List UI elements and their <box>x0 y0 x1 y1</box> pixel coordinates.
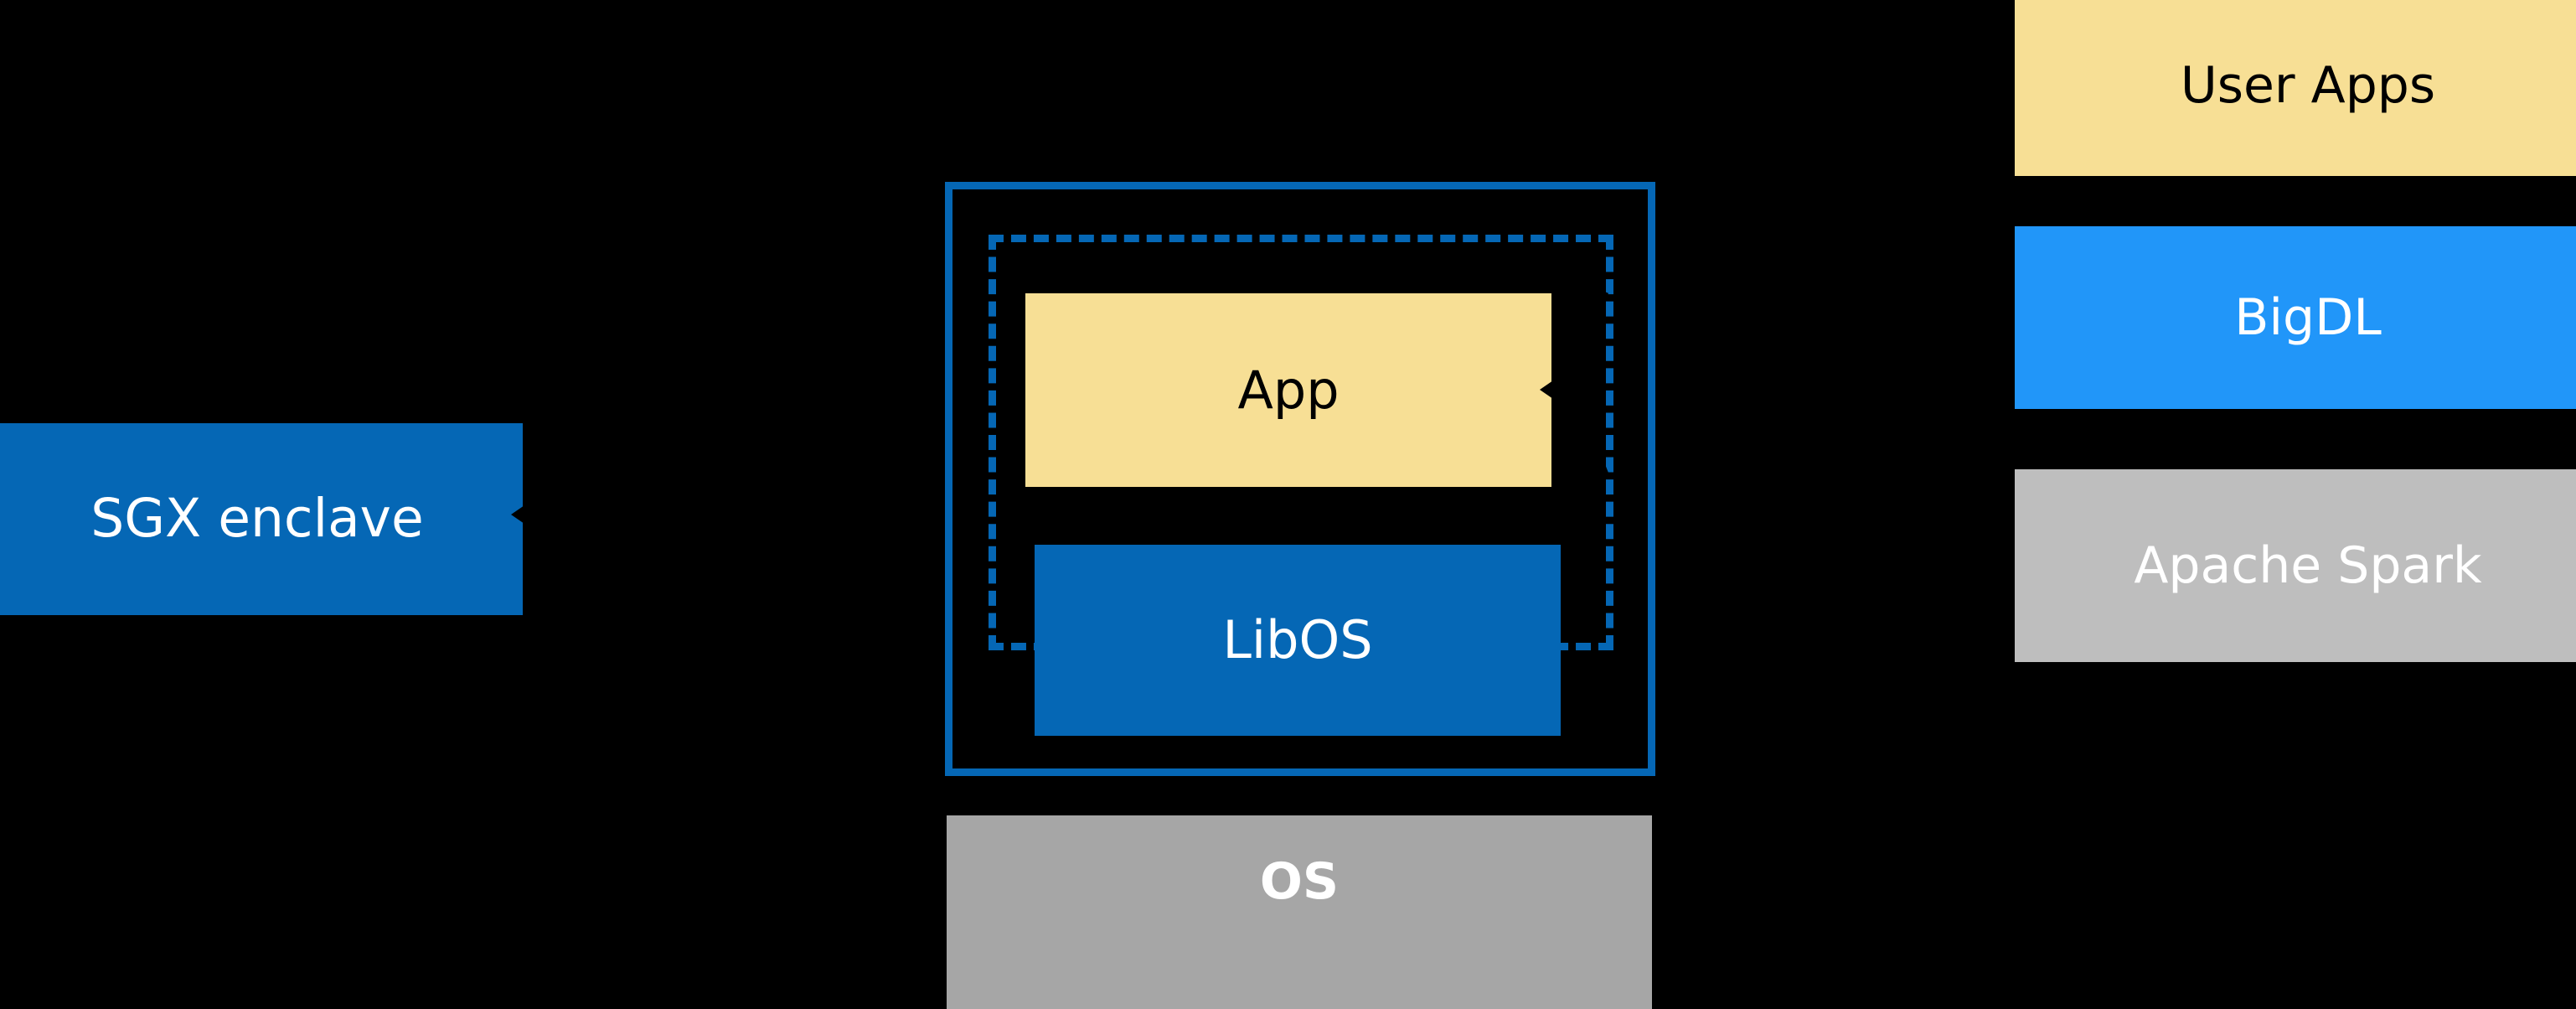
libos-box[interactable]: LibOS <box>1035 545 1561 736</box>
enclave-boundary-frame <box>945 182 1655 776</box>
user-apps-box[interactable]: User Apps <box>2015 0 2576 176</box>
app-label: App <box>1237 359 1340 421</box>
user-apps-label: User Apps <box>2180 55 2436 115</box>
bigdl-box[interactable]: BigDL <box>2015 226 2576 409</box>
app-box[interactable]: App <box>1025 293 1551 487</box>
os-box[interactable]: OS <box>947 815 1652 1009</box>
app-connector-arrow-icon <box>1540 380 1553 399</box>
apache-spark-label: Apache Spark <box>2134 536 2482 595</box>
sgx-enclave-box[interactable]: SGX enclave <box>0 423 523 615</box>
os-label: OS <box>1259 852 1340 911</box>
libos-label: LibOS <box>1222 609 1373 671</box>
sgx-enclave-label: SGX enclave <box>90 488 424 550</box>
bigdl-label: BigDL <box>2234 287 2382 347</box>
apache-spark-box[interactable]: Apache Spark <box>2015 469 2576 662</box>
sgx-connector-arrow-icon <box>511 505 524 524</box>
